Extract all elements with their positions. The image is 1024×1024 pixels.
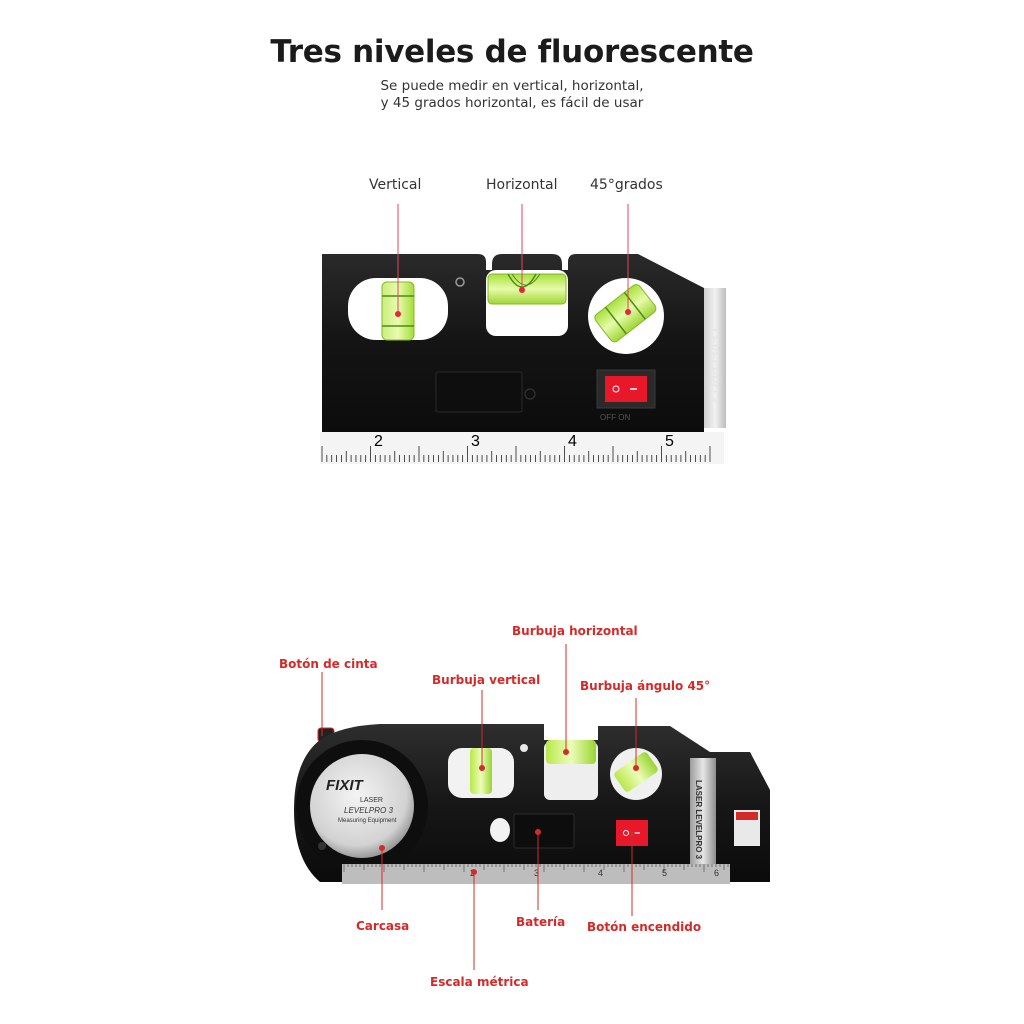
pointer-dot-housing xyxy=(379,845,385,851)
brand-sub2: LEVELPRO 3 xyxy=(344,806,393,815)
ruler-number: 6 xyxy=(714,868,719,878)
side-text: LASER LEVELPRO 3 xyxy=(694,780,703,860)
ruler-number: 4 xyxy=(598,868,603,878)
label-metric-scale: Escala métrica xyxy=(430,975,529,989)
ruler-ticks xyxy=(321,446,711,462)
battery-light xyxy=(490,818,510,842)
tape-disc xyxy=(310,754,414,858)
subtitle-line-2: y 45 grados horizontal, es fácil de usar xyxy=(380,95,644,111)
pointer-dot-bubble-horizontal xyxy=(563,749,569,755)
vertical-vial xyxy=(470,748,492,794)
power-switch xyxy=(605,376,647,402)
horizontal-vial xyxy=(546,740,596,764)
brand-text: FIXIT xyxy=(326,777,365,794)
label-battery: Batería xyxy=(516,915,566,929)
label-45-degrees: 45°grados xyxy=(590,177,663,193)
label-bubble-vertical: Burbuja vertical xyxy=(432,673,541,687)
ruler-number: 4 xyxy=(568,433,577,450)
subtitle-line-1: Se puede medir en vertical, horizontal, xyxy=(380,78,644,94)
label-bubble-horizontal: Burbuja horizontal xyxy=(512,624,638,638)
pointer-dot-bubble-vertical xyxy=(479,765,485,771)
horizontal-vial xyxy=(487,273,567,305)
level-closeup-illustration: LEVELPRO 3 OFF ON 2 3 4 5 xyxy=(320,204,726,464)
ruler xyxy=(342,864,730,884)
battery-cover xyxy=(513,813,575,849)
switch-text: OFF ON xyxy=(600,413,630,422)
pointer-dot-45 xyxy=(625,309,631,315)
ruler-number: 5 xyxy=(662,868,667,878)
level-product-illustration: FIXIT LASER LEVELPRO 3 Measuring Equipme… xyxy=(294,644,770,970)
ruler-number: 3 xyxy=(471,433,480,450)
steel-tape-edge xyxy=(704,288,726,428)
angle-vial xyxy=(614,752,658,792)
page-subtitle: Se puede medir en vertical, horizontal, … xyxy=(0,78,1024,112)
label-vertical: Vertical xyxy=(369,177,422,193)
page-title: Tres niveles de fluorescente xyxy=(270,34,754,70)
ruler-number: 2 xyxy=(374,433,383,450)
steel-strip xyxy=(690,758,716,864)
screw-icon xyxy=(520,744,528,752)
label-power-button: Botón encendido xyxy=(587,920,702,934)
ruler-number: 5 xyxy=(665,433,674,450)
pointer-dot-battery xyxy=(535,829,541,835)
label-tape-button: Botón de cinta xyxy=(279,657,378,671)
battery-cover xyxy=(435,371,523,413)
pointer-dot-vertical xyxy=(395,311,401,317)
ruler-ticks xyxy=(343,864,729,872)
side-text: LEVELPRO 3 xyxy=(707,328,721,403)
pointer-dot-horizontal xyxy=(519,287,525,293)
pointer-dot-bubble-angle xyxy=(633,765,639,771)
screw-icon xyxy=(455,277,465,287)
pointer-dot-metric-scale xyxy=(471,869,477,875)
brand-sub3: Measuring Equipment xyxy=(338,818,397,824)
label-horizontal: Horizontal xyxy=(486,177,558,193)
label-housing: Carcasa xyxy=(356,919,410,933)
pointer-dot-power xyxy=(629,831,635,837)
brand-sub1: LASER xyxy=(360,797,383,804)
label-bubble-angle: Burbuja ángulo 45° xyxy=(580,679,711,693)
ruler-number: 3 xyxy=(534,868,539,878)
